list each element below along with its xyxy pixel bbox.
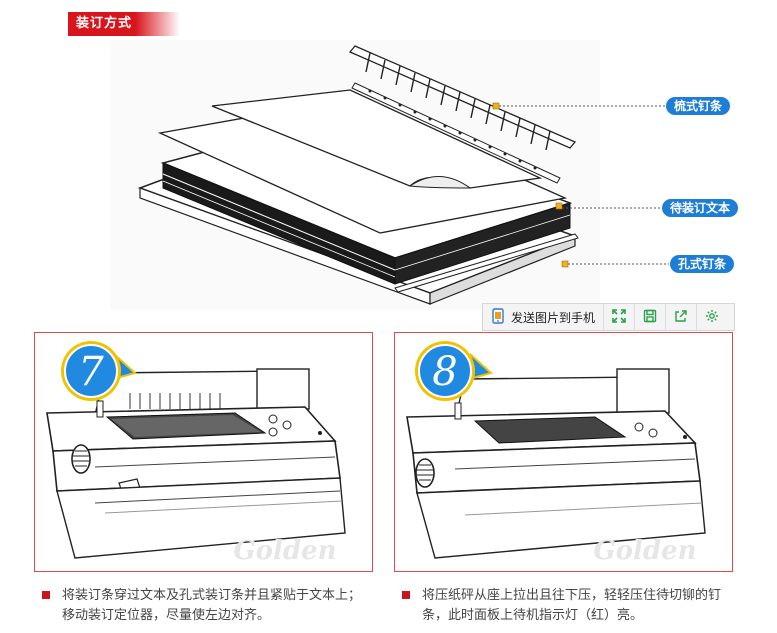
step-7-caption-text: 将装订条穿过文本及孔式装订条并且紧贴于文本上；移动装订定位器，尽量使左边对齐。 xyxy=(62,588,362,623)
save-icon xyxy=(643,308,657,327)
binding-machine-illustration-lever: 8 Golden xyxy=(406,341,706,566)
share-button[interactable] xyxy=(666,304,698,330)
section-header: 装订方式 xyxy=(68,12,180,36)
binding-diagram: 梳式钉条 待装订文本 孔式钉条 xyxy=(0,38,777,328)
step-7-caption: 将装订条穿过文本及孔式装订条并且紧贴于文本上；移动装订定位器，尽量使左边对齐。 xyxy=(42,586,372,626)
step-8-caption-text: 将压纸砰从座上拉出且往下压，轻轻压住待切铆的钉条，此时面板上待机指示灯（红）亮。 xyxy=(422,588,722,623)
send-to-phone-button[interactable]: 发送图片到手机 xyxy=(483,304,605,330)
settings-button[interactable] xyxy=(697,304,727,330)
fullscreen-icon xyxy=(612,308,626,327)
image-toolbar: 发送图片到手机 xyxy=(482,303,735,331)
brand-watermark: Golden xyxy=(233,536,336,566)
save-button[interactable] xyxy=(635,304,667,330)
step-7-panel: 7 Golden xyxy=(34,332,373,572)
marker-text xyxy=(555,202,563,210)
marker-hole xyxy=(561,260,569,268)
bullet-square-icon xyxy=(402,591,410,599)
callout-hole-strip: 孔式钉条 xyxy=(670,255,735,273)
brand-watermark: Golden xyxy=(593,536,696,566)
marker-comb xyxy=(492,102,500,110)
hole-strip xyxy=(351,82,561,184)
step-8-caption: 将压纸砰从座上拉出且往下压，轻轻压住待切铆的钉条，此时面板上待机指示灯（红）亮。 xyxy=(402,586,732,626)
settings-icon xyxy=(705,308,719,327)
step-number: 8 xyxy=(432,349,457,395)
send-to-phone-label: 发送图片到手机 xyxy=(511,310,596,325)
step-8-panel: 8 Golden xyxy=(394,332,733,572)
bullet-square-icon xyxy=(42,591,50,599)
fullscreen-button[interactable] xyxy=(604,304,636,330)
callout-text-to-bind: 待装订文本 xyxy=(662,199,739,217)
callout-comb-strip: 梳式钉条 xyxy=(666,97,731,115)
binding-illustration xyxy=(110,40,669,310)
binding-machine-illustration: 7 Golden xyxy=(46,341,346,566)
share-icon xyxy=(674,308,688,327)
step-number: 7 xyxy=(78,349,104,395)
section-title: 装订方式 xyxy=(76,16,133,31)
phone-send-icon xyxy=(491,307,505,327)
